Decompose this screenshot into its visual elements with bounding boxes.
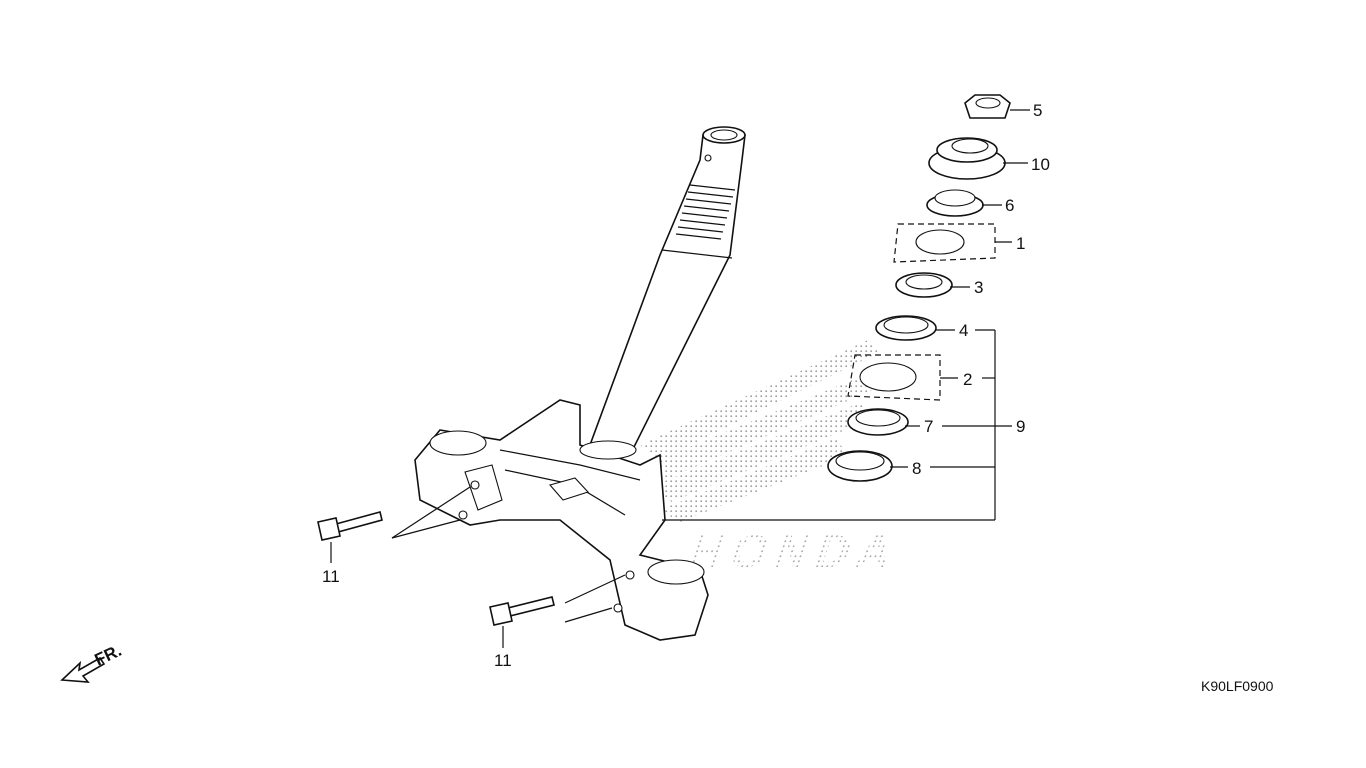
top-cone-race — [926, 189, 984, 217]
dust-seal — [827, 450, 893, 482]
honda-wing-watermark: HONDA — [640, 340, 908, 578]
front-direction-arrow: FR. — [60, 641, 125, 683]
adjusting-nut — [928, 137, 1006, 180]
callout-6: 6 — [1005, 196, 1014, 215]
callout-2: 2 — [963, 370, 972, 389]
callout-1: 1 — [1016, 234, 1025, 253]
bottom-cone-race — [847, 408, 909, 436]
callout-11-lower: 11 — [494, 651, 512, 670]
callout-9: 9 — [1016, 417, 1025, 436]
steering-stem — [588, 126, 746, 456]
callout-7: 7 — [924, 417, 933, 436]
top-ball-race — [895, 272, 953, 298]
callout-8: 8 — [912, 459, 921, 478]
diagram-code: K90LF0900 — [1201, 678, 1274, 694]
bolt-upper — [317, 486, 471, 541]
bolt-lower — [489, 574, 626, 626]
bottom-bridge — [414, 399, 709, 641]
callout-4: 4 — [959, 321, 968, 340]
steel-ball-set-lower — [847, 354, 941, 401]
callout-5: 5 — [1033, 101, 1042, 120]
callout-11-upper: 11 — [322, 567, 340, 586]
bottom-ball-race — [875, 315, 937, 341]
honda-watermark-text: HONDA — [682, 526, 907, 578]
callout-3: 3 — [974, 278, 983, 297]
callout-10: 10 — [1031, 155, 1050, 174]
leader-lines — [330, 109, 1030, 648]
lock-nut — [964, 94, 1011, 119]
steel-ball-set-upper — [893, 223, 996, 263]
